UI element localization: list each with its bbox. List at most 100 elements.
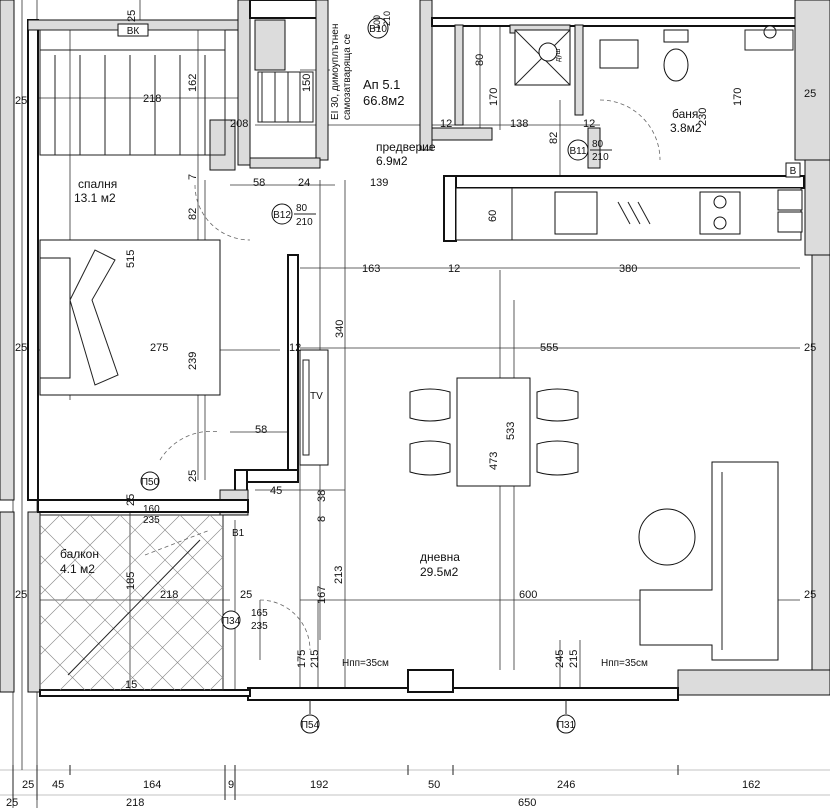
dim-12a: 12 <box>440 118 452 130</box>
sill-note-left: Нпп=35см <box>342 658 389 669</box>
b11-width: 80 <box>592 139 604 150</box>
b10-height: 210 <box>382 11 392 26</box>
door-tag-b12: В12 <box>271 203 293 225</box>
dim-215a: 215 <box>309 650 321 668</box>
hall-name: предверие <box>376 140 436 154</box>
bottom-dim-45: 45 <box>52 779 64 791</box>
dim-25l1: 25 <box>15 342 27 354</box>
bottom-dim-192: 192 <box>310 779 328 791</box>
svg-text:П31: П31 <box>557 720 576 731</box>
dim-170b: 170 <box>732 88 744 106</box>
sofa-set <box>638 461 779 661</box>
axis-tag-p31: П31 <box>556 700 576 734</box>
apartment-area: 66.8м2 <box>363 93 404 108</box>
dim-12d: 12 <box>289 342 301 354</box>
svg-text:В11: В11 <box>569 146 586 157</box>
dimension-ticks <box>12 765 679 800</box>
axis-tag-p50: П50 <box>140 471 160 491</box>
door-tag-b11: В11 <box>567 139 589 161</box>
dim-25a: 25 <box>187 470 199 482</box>
svg-text:В: В <box>790 166 797 177</box>
dim-25r2: 25 <box>804 589 816 601</box>
dim-162: 162 <box>187 74 199 92</box>
svg-text:В10: В10 <box>369 24 387 35</box>
door-swings <box>144 99 661 651</box>
dim-25c: 25 <box>240 589 252 601</box>
vent-tag-bk: ВК <box>117 23 149 37</box>
bottom-dim-246: 246 <box>557 779 575 791</box>
sill-note-right: Нпп=35см <box>601 658 648 669</box>
tv-label: TV <box>310 391 323 402</box>
b12-width: 80 <box>296 203 308 214</box>
dim-600: 600 <box>519 589 537 601</box>
dim-12c: 12 <box>448 263 460 275</box>
p50-height: 235 <box>143 515 160 526</box>
p34-width: 165 <box>251 608 268 619</box>
axis-tag-p34: П34 <box>221 610 241 630</box>
dim-533: 533 <box>505 422 517 440</box>
dim-138: 138 <box>510 118 528 130</box>
svg-text:П34: П34 <box>222 616 241 627</box>
p50-width: 160 <box>143 504 160 515</box>
dim-25-top: 25 <box>126 10 138 22</box>
dim-24: 24 <box>298 177 310 189</box>
walls <box>0 0 830 701</box>
dim-82a: 82 <box>548 132 560 144</box>
bottom-dim-9: 9 <box>228 779 234 791</box>
dim-275: 275 <box>150 342 168 354</box>
balcony-hatching <box>39 514 224 691</box>
bottom2-dim-25: 25 <box>6 797 18 808</box>
dim-38: 38 <box>316 490 328 502</box>
bottom2-dim-218: 218 <box>126 797 144 808</box>
dim-80: 80 <box>474 54 486 66</box>
dim-58a: 58 <box>253 177 265 189</box>
dim-25r0: 25 <box>804 88 816 100</box>
dim-380: 380 <box>619 263 637 275</box>
vent-tag-b: В <box>785 162 801 178</box>
dim-82b: 82 <box>187 208 199 220</box>
dim-215b: 215 <box>568 650 580 668</box>
dining-set <box>409 377 579 487</box>
svg-text:В12: В12 <box>273 210 291 221</box>
bath-area: 3.8м2 <box>670 121 702 135</box>
living-area: 29.5м2 <box>420 565 459 579</box>
bottom-dim-50: 50 <box>428 779 440 791</box>
living-name: дневна <box>420 550 460 564</box>
bottom2-dim-650: 650 <box>518 797 536 808</box>
dim-45: 45 <box>270 485 282 497</box>
kitchen-counter <box>455 187 803 241</box>
dim-8: 8 <box>316 516 328 522</box>
dim-515: 515 <box>125 250 137 268</box>
p34-height: 235 <box>251 621 268 632</box>
dim-167: 167 <box>316 586 328 604</box>
bedroom-name: спалня <box>78 177 117 191</box>
dim-218a: 218 <box>143 93 161 105</box>
dim-245: 245 <box>554 650 566 668</box>
bathroom-fixtures <box>514 25 794 86</box>
dim-25l3: 25 <box>15 589 27 601</box>
bath-name: баня <box>672 107 698 121</box>
svg-text:П50: П50 <box>141 477 160 488</box>
dim-25b: 25 <box>125 494 137 506</box>
door-tag-b10: В10 <box>367 17 389 39</box>
bottom-dim-25: 25 <box>22 779 34 791</box>
fire-door-note-2: самозатваряща се <box>342 33 353 120</box>
svg-text:П54: П54 <box>301 720 320 731</box>
bottom-dim-164: 164 <box>143 779 161 791</box>
svg-text:ВК: ВК <box>127 26 140 37</box>
dim-58b: 58 <box>255 424 267 436</box>
hall-area: 6.9м2 <box>376 154 408 168</box>
shower-label: душ <box>555 48 562 62</box>
dim-340: 340 <box>334 320 346 338</box>
dim-163: 163 <box>362 263 380 275</box>
dim-12b: 12 <box>583 118 595 130</box>
b10-size: 100 <box>372 15 382 30</box>
dim-208: 208 <box>230 118 248 130</box>
tv-unit <box>299 349 329 466</box>
dim-25r1: 25 <box>804 342 816 354</box>
bedroom-area: 13.1 м2 <box>74 191 116 205</box>
b12-height: 210 <box>296 217 313 228</box>
dim-213: 213 <box>333 566 345 584</box>
dim-139: 139 <box>370 177 388 189</box>
